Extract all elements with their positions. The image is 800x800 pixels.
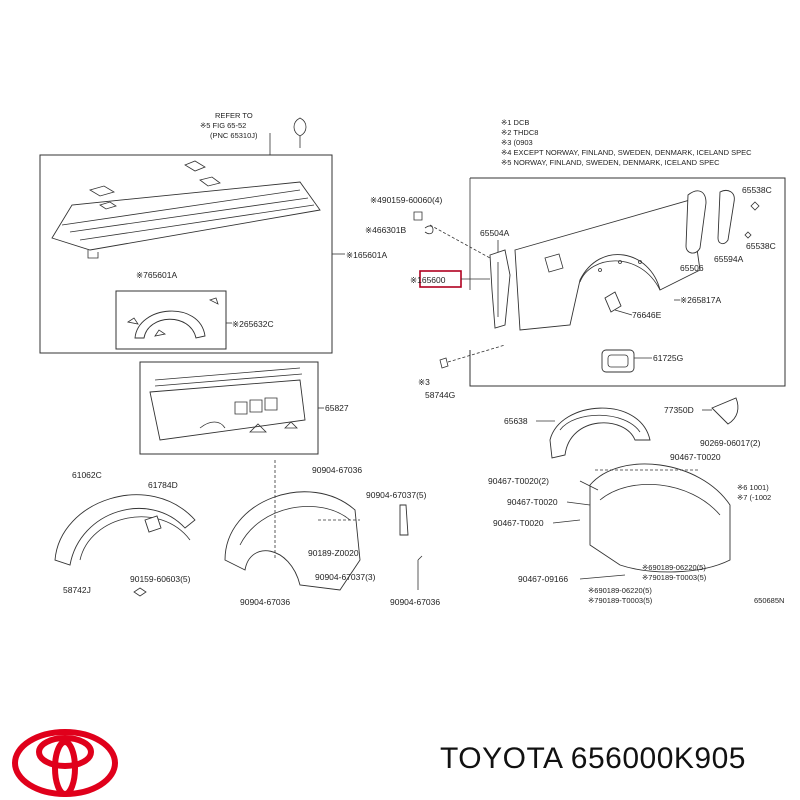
refer-line-2: ※5 FIG 65-52 [200, 121, 246, 130]
label-690189-b: ※690189-06220(5) [588, 586, 652, 595]
note-3: ※3 (0903 [501, 138, 533, 147]
label-65538C-b: 65538C [746, 241, 776, 251]
bed-floor-panel [51, 160, 321, 259]
label-265632C: ※265632C [232, 319, 274, 329]
label-165601A: ※165601A [346, 250, 387, 260]
label-90467-T0020-1: 90467-T0020(2) [488, 476, 549, 486]
clip-icon [413, 211, 434, 235]
screw-icon [750, 201, 760, 211]
label-65594A: 65594A [714, 254, 744, 264]
note-5: ※5 NORWAY, FINLAND, SWEDEN, DENMARK, ICE… [501, 158, 720, 167]
mud-guard-right [589, 463, 731, 573]
inner-wheelhouse [126, 297, 219, 339]
hinge-part [604, 291, 622, 313]
label-490159: ※490159-60060(4) [370, 195, 443, 205]
label-790189-b: ※790189-T0003(5) [588, 596, 653, 605]
label-6-1001: ※6 1001) [737, 483, 769, 492]
mud-guard-left [224, 460, 361, 591]
label-90467-09166: 90467-09166 [518, 574, 568, 584]
label-90467-T0020-3: 90467-T0020 [493, 518, 544, 528]
label-765601A: ※765601A [136, 270, 177, 280]
label-90269: 90269-06017(2) [700, 438, 761, 448]
part-number: 656000K905 [570, 742, 746, 775]
refer-line-3: (PNC 65310J) [210, 131, 258, 140]
label-466301B: ※466301B [365, 225, 406, 235]
label-65827: 65827 [325, 403, 349, 413]
label-61062C: 61062C [72, 470, 102, 480]
note-1: ※1 DCB [501, 118, 529, 127]
label-65506: 65506 [680, 263, 704, 273]
figure-id: 650685N [754, 596, 784, 605]
tailgate-panel [149, 367, 306, 441]
inner-liner [549, 407, 651, 459]
screw-icon-2 [744, 231, 752, 239]
label-790189-a: ※790189-T0003(5) [642, 573, 707, 582]
label-90467-T0020-2: 90467-T0020 [507, 497, 558, 507]
toyota-logo [12, 729, 118, 797]
label-90904-67036-top: 90904-67036 [312, 465, 362, 475]
label-65638: 65638 [504, 416, 528, 426]
panel-bracket [489, 249, 511, 329]
label-90904-67036-br: 90904-67036 [390, 597, 440, 607]
fuel-lid [711, 397, 739, 425]
side-panel-box [469, 177, 786, 387]
label-65504A: 65504A [480, 228, 510, 238]
label-77350D: 77350D [664, 405, 694, 415]
fender-flare [54, 494, 196, 566]
note-4: ※4 EXCEPT NORWAY, FINLAND, SWEDEN, DENMA… [501, 148, 752, 157]
label-58742J: 58742J [63, 585, 91, 595]
brand-name: TOYOTA [440, 742, 562, 775]
label-265817A: ※265817A [680, 295, 721, 305]
label-90904-67036-bl: 90904-67036 [240, 597, 290, 607]
label-76646E: 76646E [632, 310, 662, 320]
label-7-1002: ※7 (-1002 [737, 493, 771, 502]
label-90904-67037-r: 90904-67037(5) [366, 490, 427, 500]
seal-icon [439, 357, 449, 369]
label-90467-T0020-top: 90467-T0020 [670, 452, 721, 462]
label-690189-a: ※690189-06220(5) [642, 563, 706, 572]
label-165600: ※165600 [410, 275, 446, 285]
nut-icon [133, 587, 147, 597]
note-2: ※2 THDC8 [501, 128, 538, 137]
label-61784D: 61784D [148, 480, 178, 490]
label-65538C-a: 65538C [742, 185, 772, 195]
rear-side-panel [514, 199, 701, 331]
refer-line-1: REFER TO [215, 111, 253, 120]
label-90904-67037-b: 90904-67037(3) [315, 572, 376, 582]
label-90189-Z0020: 90189-Z0020 [308, 548, 359, 558]
label-61725G: 61725G [653, 353, 683, 363]
clip-part [399, 504, 409, 536]
fuel-housing [601, 349, 635, 373]
label-58744G: 58744G [425, 390, 455, 400]
label-90159-60603: 90159-60603(5) [130, 574, 191, 584]
tie-down-hook-icon [293, 117, 307, 148]
brand-part-number: TOYOTA 656000K905 [440, 742, 746, 776]
label-3: ※3 [418, 377, 430, 387]
wheelhouse-box [115, 290, 227, 350]
tail-lamp-parts [685, 190, 735, 254]
